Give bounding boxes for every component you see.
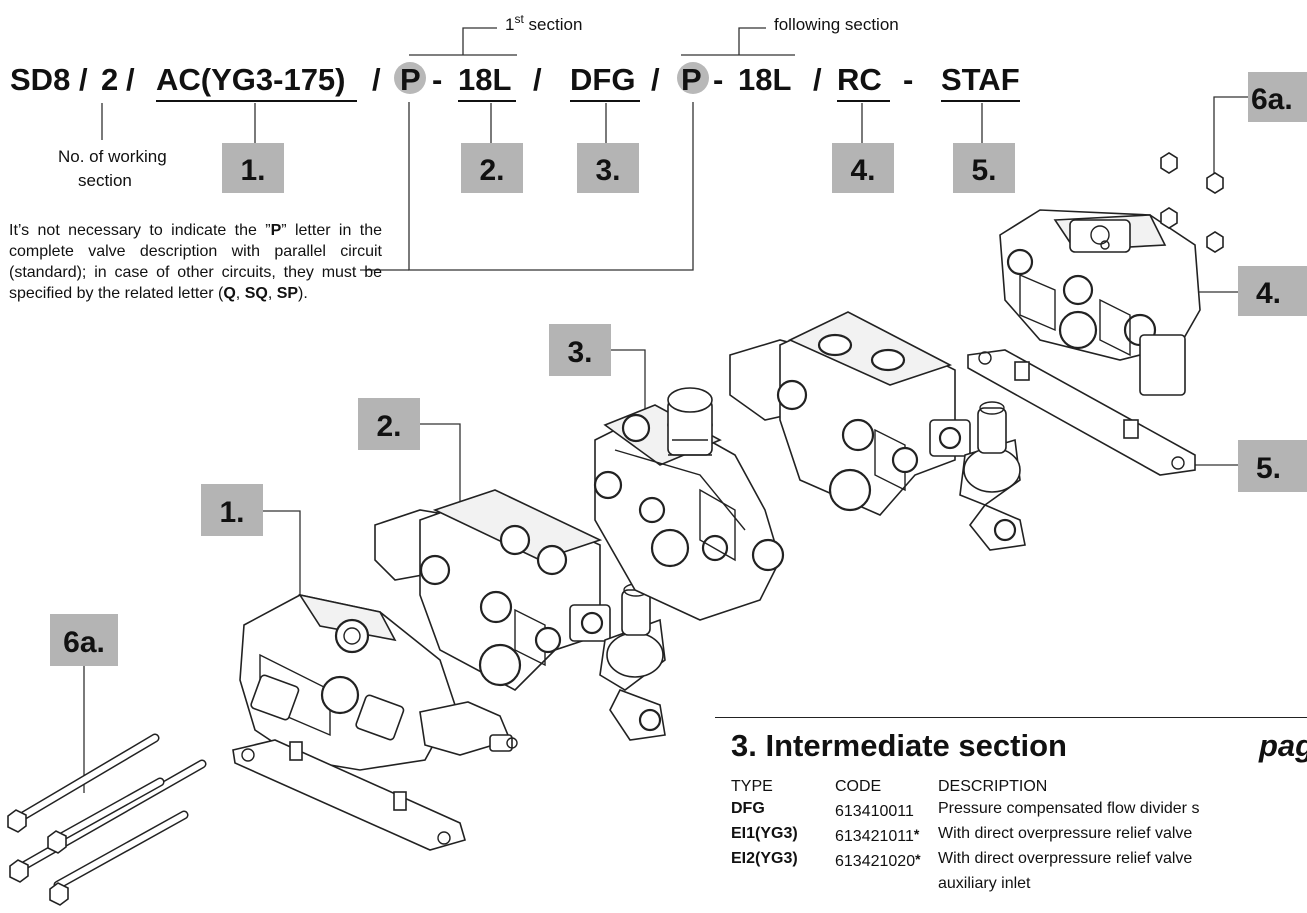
working-section-label-1: No. of working <box>58 147 167 166</box>
circuit-note: It’s not necessary to indicate the ”P” l… <box>9 222 382 302</box>
row-description-continuation: auxiliary inlet <box>938 875 1031 892</box>
callout-2-top: 2. <box>461 143 523 193</box>
table-row: EI1(YG3) 613421011* With direct overpres… <box>731 823 1199 848</box>
row-code: 613421020 <box>835 853 916 870</box>
header-type: TYPE <box>731 778 773 795</box>
table-row: DFG 613410011 Pressure compensated flow … <box>731 798 1199 823</box>
callout-6a-right: 6a. <box>1248 72 1307 122</box>
code-sd8: SD8 <box>10 62 70 97</box>
callout-4-top-text: 4. <box>850 154 875 187</box>
section-page-label: pag <box>1259 728 1307 763</box>
code-p-2: P <box>681 62 702 97</box>
row-description: With direct overpressure relief valve <box>938 850 1193 867</box>
callout-6a-left-text: 6a. <box>63 626 105 659</box>
code-separator: / <box>372 62 381 97</box>
table-header-row: TYPE CODE DESCRIPTION <box>731 776 1199 798</box>
callout-2-top-text: 2. <box>479 154 504 187</box>
callout-5-top: 5. <box>953 143 1015 193</box>
code-p-1: P <box>400 62 421 97</box>
section-title: 3. Intermediate section pag <box>731 728 1307 764</box>
p-letter-bracket <box>408 102 694 271</box>
section-table: TYPE CODE DESCRIPTION DFG 613410011 Pres… <box>731 776 1199 895</box>
code-line: SD8 / 2 / AC(YG3-175) / P - 18L / DFG / … <box>10 62 1020 102</box>
code-separator: / <box>651 62 660 97</box>
p-circle-1 <box>394 62 426 94</box>
header-description: DESCRIPTION <box>938 778 1048 795</box>
callout-1-drawing-text: 1. <box>219 496 244 529</box>
callout-4-top: 4. <box>832 143 894 193</box>
code-separator: - <box>903 62 913 97</box>
callout-1-top: 1. <box>222 143 284 193</box>
following-section-bracket <box>738 27 766 55</box>
working-section-1-drawing <box>374 489 666 741</box>
code-section-2: 18L <box>738 62 791 97</box>
callout-4-right: 4. <box>1238 266 1307 316</box>
row-type: EI2(YG3) <box>731 850 798 867</box>
code-working-sections: 2 <box>101 62 118 97</box>
table-row: EI2(YG3) 613421020* With direct overpres… <box>731 848 1199 873</box>
first-section-bracket <box>462 27 497 55</box>
row-code: 613421011 <box>835 828 914 845</box>
following-section-label: following section <box>774 15 899 34</box>
row-type: EI1(YG3) <box>731 825 798 842</box>
callout-6a-right-text: 6a. <box>1251 83 1293 116</box>
table-row: auxiliary inlet <box>731 873 1199 895</box>
callout-2-drawing-text: 2. <box>376 410 401 443</box>
row-star: * <box>913 826 920 842</box>
code-separator: / <box>533 62 542 97</box>
p-circle-2 <box>677 62 709 94</box>
section-title-text: 3. Intermediate section <box>731 728 1067 763</box>
callout-3-drawing: 3. <box>549 324 611 376</box>
callout-4-right-text: 4. <box>1256 277 1281 310</box>
code-section-1: 18L <box>458 62 511 97</box>
outlet-section-drawing <box>999 209 1201 396</box>
working-section-label-2: section <box>78 171 132 190</box>
code-separator: - <box>432 62 442 97</box>
callout-3-top: 3. <box>577 143 639 193</box>
code-separator: - <box>713 62 723 97</box>
first-section-label: 1st section <box>505 12 582 34</box>
callout-3-drawing-text: 3. <box>567 336 592 369</box>
row-code: 613410011 <box>835 803 914 820</box>
stay-bar <box>967 349 1196 476</box>
callout-1-top-text: 1. <box>240 154 265 187</box>
code-inlet: AC(YG3-175) <box>156 62 346 97</box>
working-section-2-drawing <box>729 311 1026 551</box>
callout-5-right-text: 5. <box>1256 452 1281 485</box>
code-separator: / <box>79 62 88 97</box>
code-dfg: DFG <box>570 62 635 97</box>
callout-5-right: 5. <box>1238 440 1307 492</box>
code-rc: RC <box>837 62 882 97</box>
row-star: * <box>915 851 921 867</box>
code-separator: / <box>126 62 135 97</box>
inlet-section-drawing <box>232 593 518 851</box>
callout-3-top-text: 3. <box>595 154 620 187</box>
callout-5-top-text: 5. <box>971 154 996 187</box>
code-staf: STAF <box>941 62 1020 97</box>
callout-6a-left: 6a. <box>50 614 118 666</box>
callout-1-drawing: 1. <box>201 484 263 536</box>
tie-rods <box>7 733 207 906</box>
header-code: CODE <box>835 778 882 795</box>
row-description: With direct overpressure relief valve <box>938 825 1193 842</box>
nuts <box>1160 152 1224 253</box>
row-description: Pressure compensated flow divider s <box>938 800 1200 817</box>
section-rule <box>715 717 1307 718</box>
row-type: DFG <box>731 800 765 817</box>
intermediate-section-drawing <box>593 387 785 621</box>
callout-2-drawing: 2. <box>358 398 420 450</box>
code-separator: / <box>813 62 822 97</box>
